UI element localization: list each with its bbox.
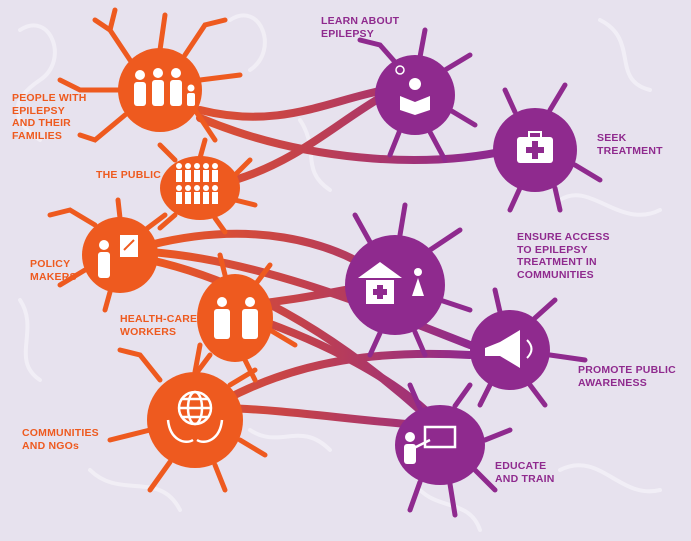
action-label-learn: LEARN ABOUT EPILEPSY	[321, 15, 400, 40]
health-workers-icon	[214, 297, 258, 339]
stakeholder-label-policy: POLICY MAKERS	[30, 258, 77, 283]
megaphone-icon	[485, 330, 533, 368]
teacher-board-icon	[404, 425, 457, 464]
policy-document-icon	[98, 235, 138, 278]
neuron-educate-train	[395, 382, 513, 518]
globe-hands-icon	[166, 390, 224, 444]
crowd-icon	[176, 163, 218, 204]
neuron-learn	[357, 27, 478, 163]
stakeholder-label-public: THE PUBLIC	[96, 169, 161, 181]
neuron-ensure-access	[345, 202, 473, 358]
stakeholder-label-communities: COMMUNITIES AND NGOs	[22, 427, 99, 452]
action-label-ensure: ENSURE ACCESS TO EPILEPSY TREATMENT IN C…	[517, 231, 610, 281]
neuron-communities	[107, 342, 268, 493]
action-label-promote: PROMOTE PUBLIC AWARENESS	[578, 364, 676, 389]
medical-kit-icon	[517, 131, 553, 163]
family-icon	[134, 68, 195, 106]
background-squiggles	[15, 13, 662, 532]
clinic-hut-icon	[358, 262, 424, 304]
stakeholder-label-people: PEOPLE WITH EPILEPSY AND THEIR FAMILIES	[12, 92, 87, 142]
stakeholder-label-health: HEALTH-CARE WORKERS	[120, 313, 198, 338]
reader-lightbulb-icon	[395, 65, 430, 115]
action-label-educate: EDUCATE AND TRAIN	[495, 460, 555, 485]
action-label-seek: SEEK TREATMENT	[597, 132, 663, 157]
